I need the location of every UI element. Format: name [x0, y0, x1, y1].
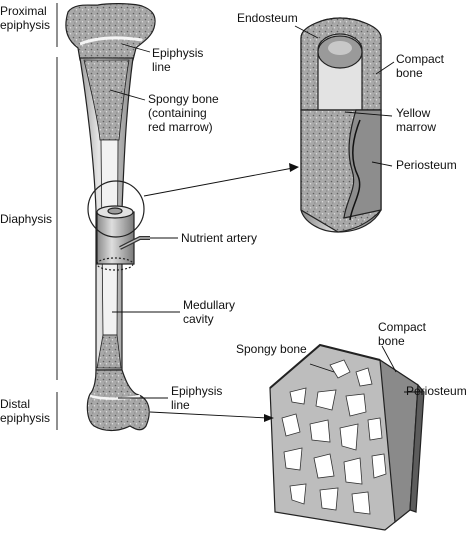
- spongy-bone-top-label-line1: Spongy bone: [148, 92, 219, 106]
- epiphysis-line-bottom-label-line2: line: [171, 398, 190, 412]
- block-top-edge: [269, 343, 381, 389]
- trabecula-hole: [309, 419, 331, 443]
- enlarged-diaphysis-section: [300, 17, 382, 233]
- cut-segment-marrow: [107, 207, 123, 215]
- endosteum-label: Endosteum: [237, 11, 298, 25]
- periosteum-edge: [409, 383, 425, 513]
- leader-compact-bone-top: [375, 61, 395, 75]
- trabecula-hole: [281, 413, 301, 437]
- leader-epiphysis-line-top: [121, 43, 151, 53]
- spongy-region-bottom: [96, 334, 122, 369]
- trabecula-hole: [313, 453, 335, 479]
- arrowhead-lower: [264, 414, 274, 422]
- epiphysis-line-top-label-line1: Epiphysis: [152, 46, 204, 60]
- epiphysis-line-top-label-line2: line: [152, 60, 171, 74]
- epiphysis-line-top-mark: [79, 36, 143, 46]
- epiphysis-line-bottom-mark: [89, 394, 141, 400]
- trabecula-hole: [367, 417, 383, 441]
- periosteum-flap: [343, 109, 382, 219]
- compact-bone-top-label: Compact bone: [396, 52, 444, 80]
- periosteum-vessel: [349, 119, 361, 221]
- trabecula-hole: [329, 359, 351, 379]
- leader-spongy-bone-bottom: [309, 363, 335, 373]
- diaphysis-label: Diaphysis: [0, 212, 53, 226]
- epiphysis-line-bottom-label-line1: Epiphysis: [171, 384, 223, 398]
- trabecula-hole: [371, 453, 387, 479]
- trabecula-hole: [355, 367, 373, 387]
- compact-bone-bottom-label: Compact bone: [378, 320, 426, 348]
- distal-head: [86, 369, 150, 432]
- proximal-head: [65, 3, 156, 61]
- periosteum-bottom-label: Periosteum: [406, 384, 467, 398]
- distal-epiphysis-label: Distal epiphysis: [0, 397, 56, 425]
- arrowhead-upper: [289, 163, 299, 172]
- epiphysis-line-top-label: Epiphysis line: [152, 46, 203, 74]
- cut-segment-body: [96, 211, 135, 265]
- leader-lines: [109, 25, 422, 419]
- trabecular-holes: [281, 359, 387, 515]
- compact-bone-bottom-label-line2: bone: [378, 334, 405, 348]
- proximal-epiphysis-label-line1: Proximal: [0, 4, 47, 18]
- medullary-cavity-label-line2: cavity: [183, 312, 214, 326]
- leader-periosteum-top: [371, 161, 393, 167]
- distal-epiphysis-label-line2: epiphysis: [0, 411, 51, 425]
- medullary-cavity-label-line1: Medullary: [183, 298, 236, 312]
- medullary-cavity-label: Medullary cavity: [183, 298, 235, 326]
- yellow-marrow-label: Yellow marrow: [396, 106, 436, 134]
- leader-yellow-marrow: [344, 111, 393, 117]
- arrow-to-lower-block: [149, 411, 269, 419]
- proximal-epiphysis-label: Proximal epiphysis: [0, 4, 56, 32]
- compact-bone-bottom-label-line1: Compact: [378, 320, 427, 334]
- trabecula-hole: [343, 457, 363, 485]
- periosteum-top-label: Periosteum: [396, 158, 457, 172]
- nutrient-artery-label: Nutrient artery: [181, 231, 258, 245]
- magnifier-circle: [87, 180, 145, 238]
- spongy-bone-bottom-label: Spongy bone: [236, 342, 307, 356]
- yellow-marrow-label-line1: Yellow: [396, 106, 431, 120]
- long-bone: [65, 3, 156, 432]
- compact-bone-top-label-line1: Compact: [396, 52, 445, 66]
- trabecula-hole: [289, 483, 307, 505]
- leader-spongy-bone-top: [109, 89, 146, 101]
- spongy-bone-top-label-line2: (containing: [148, 106, 207, 120]
- spongy-bone-top-label-line3: red marrow): [148, 120, 213, 134]
- distal-epiphysis-label-line1: Distal: [0, 397, 31, 411]
- arrowheads: [264, 163, 299, 422]
- proximal-epiphysis-label-line2: epiphysis: [0, 18, 51, 32]
- trabecula-hole: [339, 423, 359, 451]
- trabecula-hole: [319, 487, 339, 511]
- arrow-to-upper-section: [143, 167, 294, 197]
- trabecula-hole: [345, 393, 367, 417]
- nutrient-artery-vessel-inner: [119, 237, 150, 249]
- enlarged-epiphysis-block: [269, 343, 425, 531]
- epiphysis-line-bottom-label: Epiphysis line: [171, 384, 222, 412]
- trabecula-hole: [315, 389, 337, 411]
- cut-segment-bottom-edge: [96, 257, 134, 271]
- compact-bone-top-label-line2: bone: [396, 66, 423, 80]
- trabecula-hole: [283, 447, 303, 471]
- marrow-top-highlight: [328, 41, 352, 55]
- leader-endosteum: [294, 25, 319, 39]
- trabecula-hole: [289, 387, 307, 405]
- trabecula-hole: [351, 491, 371, 515]
- yellow-marrow-label-line2: marrow: [396, 120, 437, 134]
- leader-compact-bone-bottom: [381, 345, 397, 373]
- spongy-bone-top-label: Spongy bone (containing red marrow): [148, 92, 219, 134]
